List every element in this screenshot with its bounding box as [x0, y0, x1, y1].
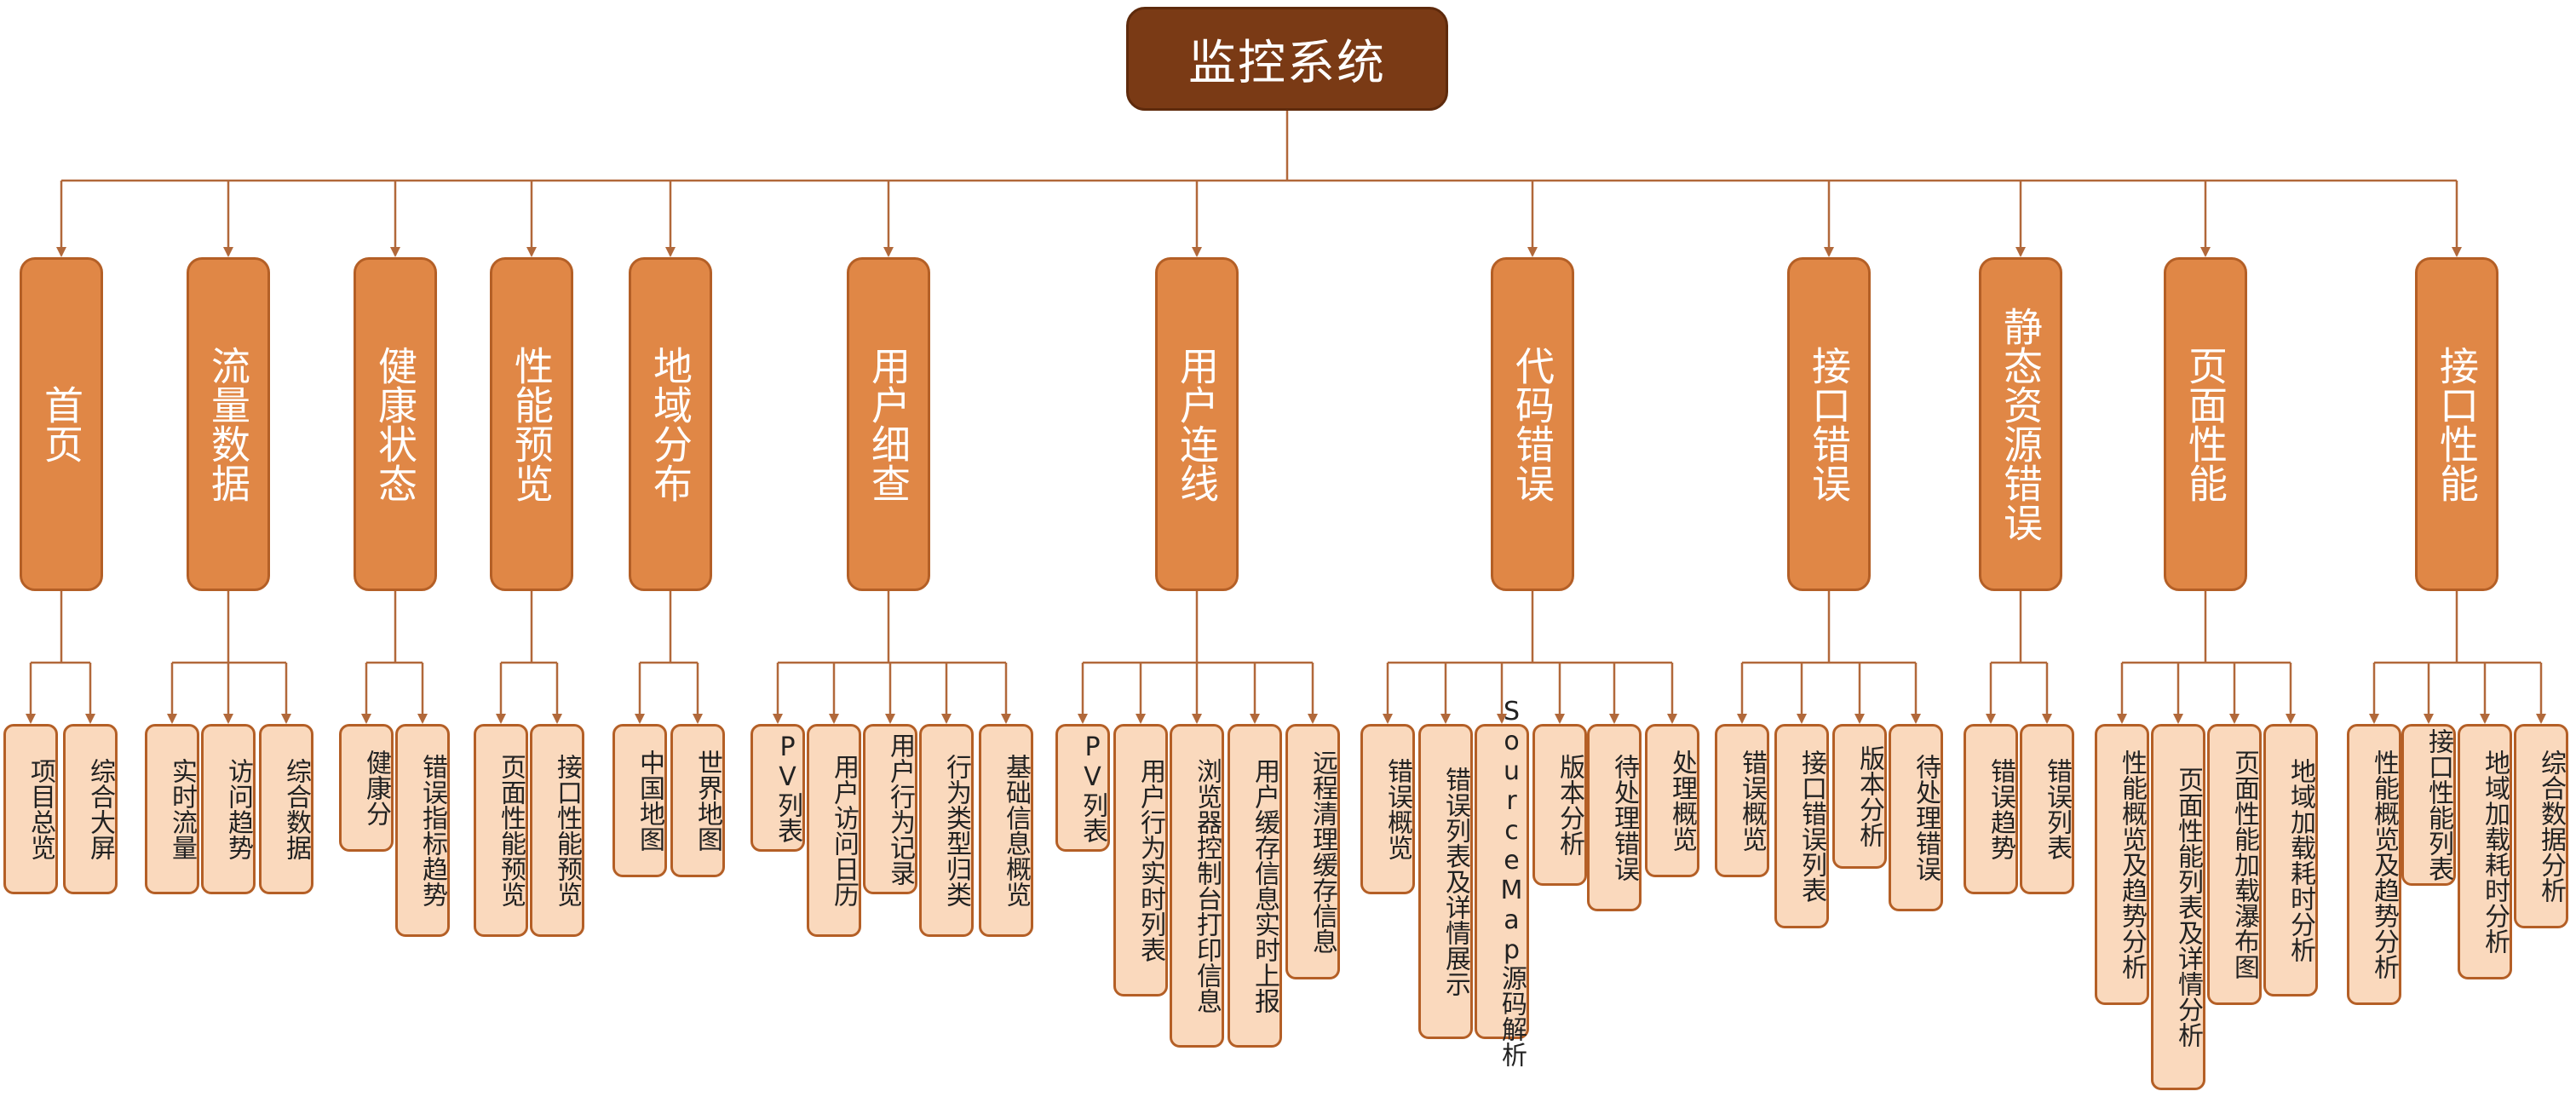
leaf-node: 性能概览及趋势分析 [2095, 724, 2149, 1005]
leaf-node: 远程清理缓存信息 [1285, 724, 1340, 979]
leaf-node: 世界地图 [670, 724, 725, 877]
leaf-node: 错误概览 [1715, 724, 1769, 877]
leaf-node: 地域加载耗时分析 [2458, 724, 2512, 979]
category-node: 流量数据 [187, 257, 270, 591]
leaf-node: 接口性能列表 [2401, 724, 2456, 886]
leaf-node: 中国地图 [612, 724, 667, 877]
category-node: 首页 [20, 257, 103, 591]
leaf-node: 健康分 [339, 724, 394, 852]
leaf-node: 处理概览 [1645, 724, 1699, 877]
leaf-node: 错误列表 [2020, 724, 2074, 894]
leaf-node: 实时流量 [145, 724, 199, 894]
leaf-node: PV列表 [1055, 724, 1110, 852]
leaf-node: 待处理错误 [1889, 724, 1943, 911]
category-node: 静态资源错误 [1979, 257, 2062, 591]
leaf-node: 页面性能加载瀑布图 [2207, 724, 2262, 1005]
leaf-node: 页面性能列表及详情分析 [2151, 724, 2205, 1090]
leaf-node: PV列表 [750, 724, 805, 852]
category-node: 代码错误 [1491, 257, 1574, 591]
leaf-node: 版本分析 [1532, 724, 1587, 886]
leaf-node: 错误列表及详情展示 [1418, 724, 1473, 1039]
leaf-node: 性能概览及趋势分析 [2347, 724, 2401, 1005]
leaf-node: 行为类型归类 [919, 724, 974, 937]
leaf-node: 用户访问日历 [807, 724, 861, 937]
leaf-node: 接口性能预览 [530, 724, 584, 937]
leaf-node: 接口错误列表 [1774, 724, 1829, 928]
category-node: 性能预览 [490, 257, 573, 591]
leaf-node: 用户缓存信息实时上报 [1228, 724, 1282, 1048]
category-node: 健康状态 [354, 257, 437, 591]
category-node: 地域分布 [629, 257, 712, 591]
leaf-node: 综合大屏 [63, 724, 118, 894]
leaf-node: 待处理错误 [1587, 724, 1642, 911]
root-node: 监控系统 [1126, 7, 1448, 111]
category-node: 页面性能 [2164, 257, 2247, 591]
leaf-node: 访问趋势 [201, 724, 256, 894]
leaf-node: SourceMap源码解析 [1475, 697, 1529, 1067]
leaf-node: 错误趋势 [1964, 724, 2018, 894]
leaf-node: 地域加载耗时分析 [2263, 724, 2318, 996]
leaf-node: 浏览器控制台打印信息 [1170, 724, 1224, 1048]
category-node: 用户细查 [847, 257, 930, 591]
leaf-node: 基础信息概览 [979, 724, 1033, 937]
leaf-node: 综合数据分析 [2514, 724, 2568, 928]
leaf-node: 综合数据 [259, 724, 313, 894]
leaf-node: 用户行为记录 [863, 724, 917, 894]
category-node: 接口性能 [2415, 257, 2498, 591]
leaf-node: 用户行为实时列表 [1113, 724, 1168, 996]
leaf-node: 版本分析 [1832, 724, 1887, 869]
category-node: 用户连线 [1155, 257, 1239, 591]
leaf-node: 项目总览 [3, 724, 58, 894]
category-node: 接口错误 [1787, 257, 1871, 591]
leaf-node: 错误指标趋势 [395, 724, 450, 937]
leaf-node: 错误概览 [1360, 724, 1415, 894]
leaf-node: 页面性能预览 [474, 724, 528, 937]
